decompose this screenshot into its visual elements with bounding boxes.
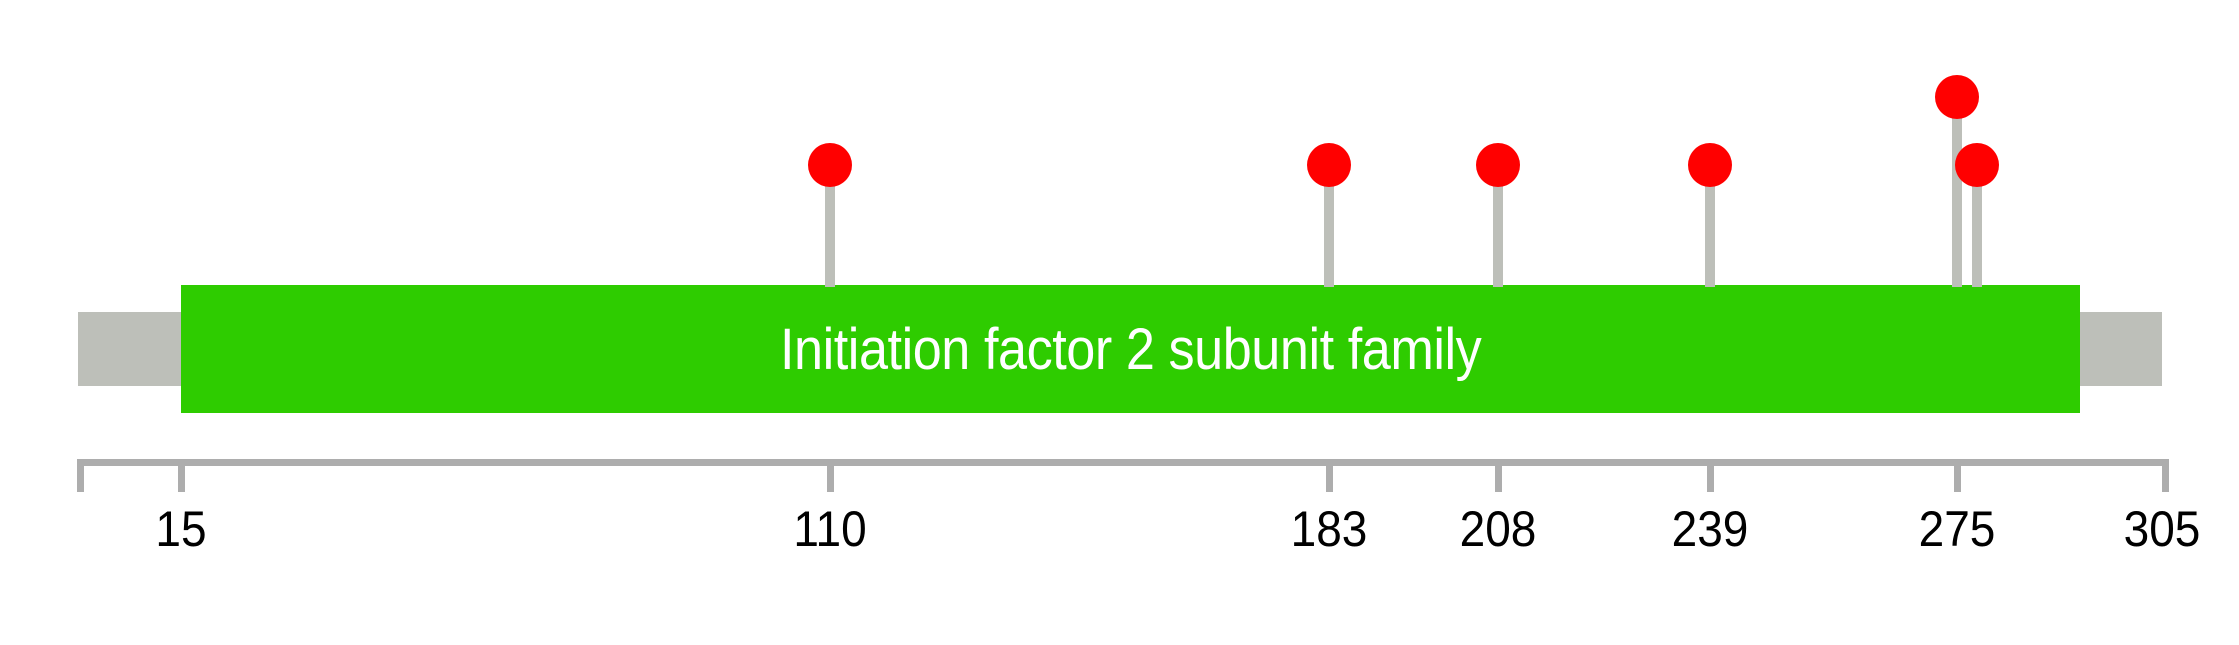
axis-cap-right — [2162, 459, 2169, 492]
axis-label-239: 239 — [1671, 501, 1749, 557]
lollipop-stem-278 — [1972, 165, 1982, 287]
axis-tick-208 — [1495, 459, 1502, 492]
axis-label-208: 208 — [1459, 501, 1537, 557]
domain-block-initiation-factor-2-subunit-family[interactable]: Initiation factor 2 subunit family — [181, 285, 2080, 413]
lollipop-head-278[interactable] — [1955, 143, 1999, 187]
axis-label-305: 305 — [2123, 501, 2201, 557]
lollipop-head-183[interactable] — [1307, 143, 1351, 187]
lollipop-head-208[interactable] — [1476, 143, 1520, 187]
axis-label-110: 110 — [793, 501, 867, 557]
domain-label: Initiation factor 2 subunit family — [779, 316, 1482, 382]
axis-tick-239 — [1707, 459, 1714, 492]
axis-tick-15 — [178, 459, 185, 492]
lollipop-stem-208 — [1493, 165, 1503, 287]
axis-label-15: 15 — [155, 501, 207, 557]
axis-tick-183 — [1326, 459, 1333, 492]
axis-line — [77, 459, 2169, 466]
lollipop-stem-275 — [1952, 97, 1962, 287]
lollipop-stem-183 — [1324, 165, 1334, 287]
axis-cap-left — [77, 459, 84, 492]
axis-tick-275 — [1954, 459, 1961, 492]
axis-label-275: 275 — [1918, 501, 1996, 557]
lollipop-head-110[interactable] — [808, 143, 852, 187]
lollipop-head-239[interactable] — [1688, 143, 1732, 187]
lollipop-head-275[interactable] — [1935, 75, 1979, 119]
axis-tick-110 — [827, 459, 834, 492]
axis-label-183: 183 — [1290, 501, 1368, 557]
lollipop-stem-239 — [1705, 165, 1715, 287]
lollipop-stem-110 — [825, 165, 835, 287]
